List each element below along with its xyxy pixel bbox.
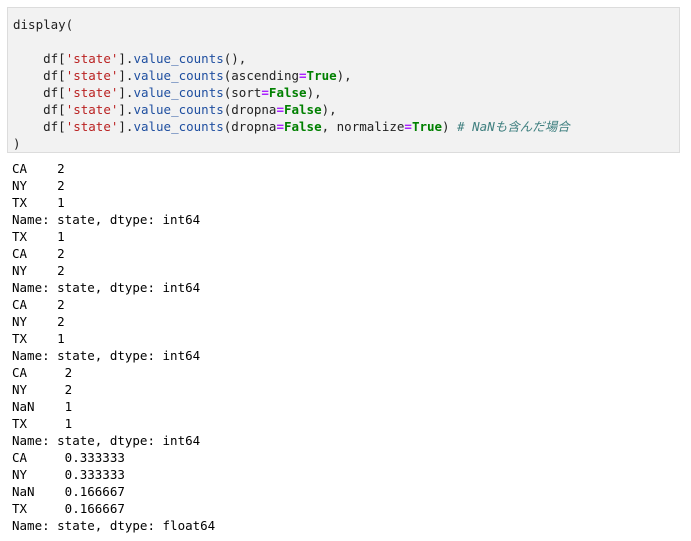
code-token: df[ xyxy=(13,51,66,66)
code-line: display( xyxy=(13,16,674,33)
output-line: NY 2 xyxy=(12,314,65,329)
code-token: value_counts xyxy=(133,119,224,134)
code-token: ]. xyxy=(118,51,134,66)
code-token: = xyxy=(276,102,284,117)
output-line: Name: state, dtype: int64 xyxy=(12,280,201,295)
output-line: Name: state, dtype: int64 xyxy=(12,433,201,448)
code-token: True xyxy=(306,68,337,83)
code-token: (dropna xyxy=(223,102,277,117)
code-token: df[ xyxy=(13,102,66,117)
code-token: False xyxy=(268,85,307,100)
code-token: (), xyxy=(223,51,247,66)
code-token: ) xyxy=(442,119,458,134)
code-token: ]. xyxy=(118,102,134,117)
code-token: = xyxy=(276,119,284,134)
code-token: ), xyxy=(336,68,352,83)
code-line: df['state'].value_counts(), xyxy=(13,50,674,67)
code-line: df['state'].value_counts(ascending=True)… xyxy=(13,67,674,84)
code-token: False xyxy=(283,119,322,134)
output-line: CA 2 xyxy=(12,365,73,380)
code-token: ]. xyxy=(118,68,134,83)
code-token: True xyxy=(411,119,443,134)
output-line: CA 2 xyxy=(12,246,65,261)
code-token: 'state' xyxy=(65,85,119,100)
code-line: df['state'].value_counts(dropna=False), xyxy=(13,101,674,118)
code-token: value_counts xyxy=(133,85,224,100)
code-line: df['state'].value_counts(dropna=False, n… xyxy=(13,118,674,135)
output-line: TX 1 xyxy=(12,229,65,244)
code-token: , normalize xyxy=(321,119,405,134)
code-token: ]. xyxy=(118,119,134,134)
output-line: Name: state, dtype: int64 xyxy=(12,348,201,363)
code-token: df[ xyxy=(13,119,66,134)
code-token: 'state' xyxy=(65,68,119,83)
code-token: = xyxy=(404,119,412,134)
output-line: TX 1 xyxy=(12,195,65,210)
output-line: CA 2 xyxy=(12,297,65,312)
output-line: TX 0.166667 xyxy=(12,501,125,516)
output-line: CA 0.333333 xyxy=(12,450,125,465)
code-token: value_counts xyxy=(133,68,224,83)
code-token: 'state' xyxy=(65,119,119,134)
code-line xyxy=(13,33,674,50)
code-token: ), xyxy=(306,85,322,100)
code-token: ]. xyxy=(118,85,134,100)
output-line: NY 2 xyxy=(12,263,65,278)
code-token: df[ xyxy=(13,85,66,100)
code-token: 'state' xyxy=(65,102,119,117)
code-token: = xyxy=(299,68,307,83)
cell-output: CA 2 NY 2 TX 1 Name: state, dtype: int64 TX … xyxy=(12,160,215,534)
code-line: df['state'].value_counts(sort=False), xyxy=(13,84,674,101)
output-line: NY 2 xyxy=(12,382,73,397)
code-token: = xyxy=(261,85,269,100)
output-line: TX 1 xyxy=(12,331,65,346)
code-token: (dropna xyxy=(223,119,277,134)
code-token: value_counts xyxy=(133,51,224,66)
code-cell-input[interactable]: display( df['state'].value_counts(), df[… xyxy=(7,7,680,153)
code-token: value_counts xyxy=(133,102,224,117)
output-line: NaN 1 xyxy=(12,399,73,414)
output-line: NY 0.333333 xyxy=(12,467,125,482)
output-line: Name: state, dtype: float64 xyxy=(12,518,216,533)
output-line: Name: state, dtype: int64 xyxy=(12,212,201,227)
code-token: (ascending xyxy=(223,68,300,83)
output-line: CA 2 xyxy=(12,161,65,176)
code-token: df[ xyxy=(13,68,66,83)
code-token: ) xyxy=(13,136,21,151)
code-token: (sort xyxy=(223,85,262,100)
code-token: # NaNも含んだ場合 xyxy=(457,119,570,134)
code-token: ), xyxy=(321,102,337,117)
output-line: TX 1 xyxy=(12,416,73,431)
code-token: False xyxy=(283,102,322,117)
output-line: NY 2 xyxy=(12,178,65,193)
code-token: display( xyxy=(13,17,74,32)
code-line: ) xyxy=(13,135,674,152)
output-line: NaN 0.166667 xyxy=(12,484,125,499)
code-token: 'state' xyxy=(65,51,119,66)
